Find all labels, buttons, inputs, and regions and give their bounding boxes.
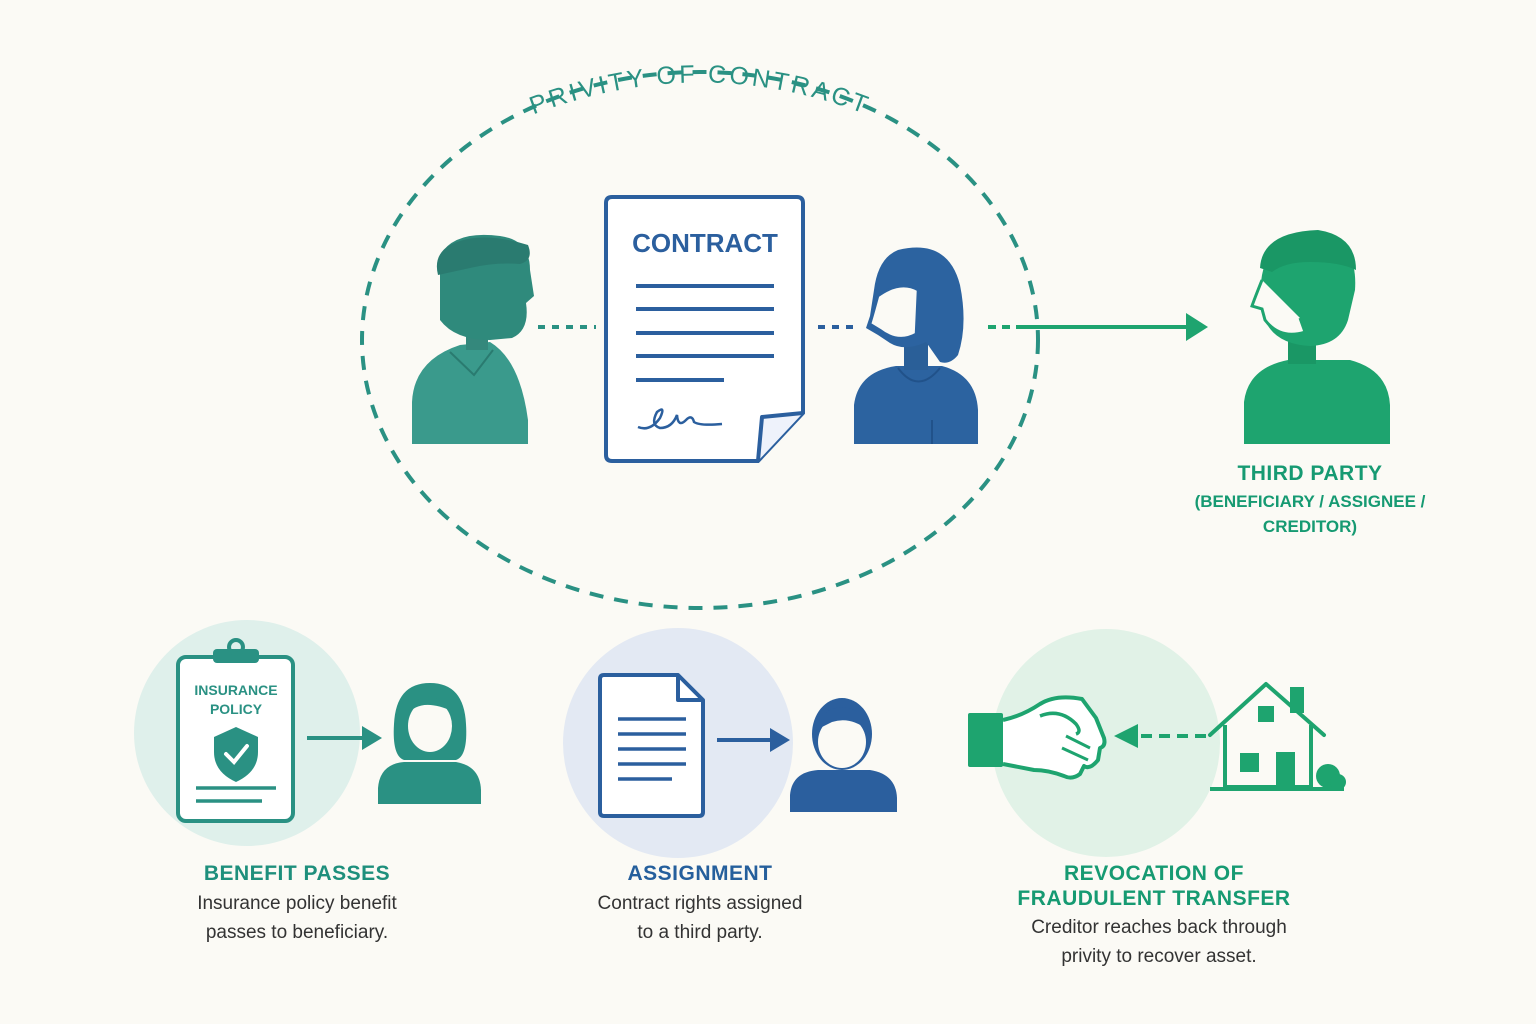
contracting-party-a <box>412 234 534 444</box>
revocation-title-line1: REVOCATION OF <box>1064 862 1244 885</box>
shield-icon <box>214 727 258 782</box>
assignment-desc-line2: to a third party. <box>637 922 763 943</box>
third-party-subtitle-line1: (BENEFICIARY / ASSIGNEE / <box>1194 492 1426 511</box>
revocation-desc-line2: privity to recover asset. <box>1061 946 1257 967</box>
hand-icon <box>968 695 1107 780</box>
benefit-arrowhead-icon <box>362 726 382 750</box>
assignment-document-icon <box>598 673 705 818</box>
signature-icon <box>637 408 723 430</box>
house-icon <box>1208 682 1346 791</box>
benefit-title: BENEFIT PASSES <box>203 862 391 885</box>
assignment-desc-line1: Contract rights assigned <box>597 893 803 914</box>
privity-label: PRIVITY OF CONTRACT <box>526 60 875 120</box>
third-party-title: THIRD PARTY <box>1237 462 1383 485</box>
revocation-arrowhead-icon <box>1114 724 1138 748</box>
assignee-icon <box>790 698 897 812</box>
third-party-figure <box>1244 230 1390 444</box>
assignment-title: ASSIGNMENT <box>627 862 773 885</box>
benefit-desc-line1: Insurance policy benefit <box>197 893 397 914</box>
third-party-subtitle-line2: CREDITOR) <box>1262 517 1358 536</box>
contract-document <box>604 195 805 463</box>
checkmark-icon <box>224 744 249 765</box>
contracting-party-b <box>854 247 978 444</box>
revocation-desc-line1: Creditor reaches back through <box>1031 917 1287 938</box>
benefit-desc-line2: passes to beneficiary. <box>205 922 389 943</box>
beneficiary-icon <box>378 683 481 804</box>
assignment-arrowhead-icon <box>770 728 790 752</box>
policy-badge-line2: POLICY <box>210 701 263 717</box>
revocation-title-line2: FRAUDULENT TRANSFER <box>1017 887 1291 910</box>
arrowhead-right-icon <box>1186 313 1208 341</box>
policy-badge-line1: INSURANCE <box>194 682 277 698</box>
contract-title: CONTRACT <box>632 228 778 258</box>
privity-boundary <box>360 70 1040 610</box>
